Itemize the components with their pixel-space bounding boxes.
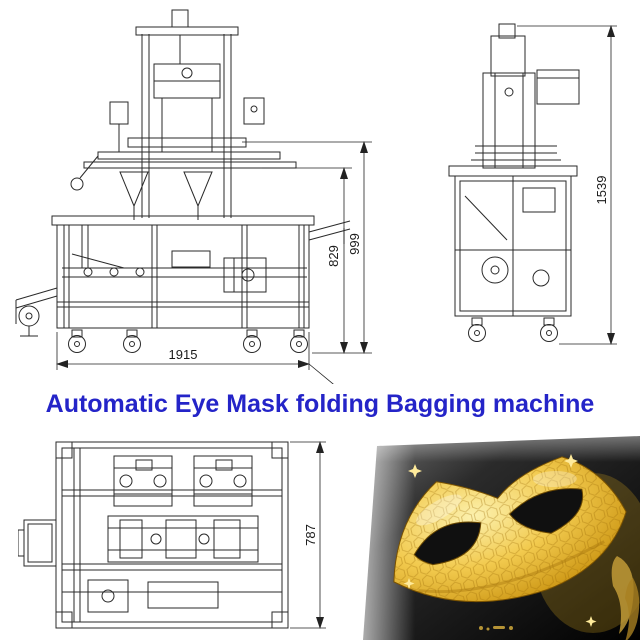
front-machine-outline <box>15 9 351 353</box>
gold-leaf-decoration <box>611 556 634 634</box>
dimension-label-height-inner: 829 <box>326 245 341 267</box>
right-eye-hole <box>508 488 584 534</box>
top-view-drawing: 787 <box>18 432 353 640</box>
top-machine-outline <box>18 441 289 629</box>
page-title: Automatic Eye Mask folding Bagging machi… <box>45 390 595 418</box>
caster-wheel <box>68 329 308 353</box>
front-view-drawing: 1915 829 999 <box>2 6 377 384</box>
dimension-label-width: 1915 <box>169 347 198 362</box>
eye-mask-product-photo <box>345 428 640 640</box>
left-eye-hole <box>413 521 482 566</box>
dimension-label-height-outer: 999 <box>347 233 362 255</box>
folding-head-assembly <box>70 9 297 220</box>
gold-brand-marks <box>479 626 513 631</box>
dimension-label-depth: 787 <box>303 524 318 546</box>
side-dimension-lines <box>517 25 617 345</box>
top-dimension-lines <box>290 441 326 629</box>
side-view-drawing: 1539 <box>425 18 640 366</box>
unwind-roller <box>15 287 58 337</box>
sparkle-decoration <box>403 454 597 627</box>
side-view-svg: 1539 <box>448 23 617 345</box>
top-view-svg: 787 <box>18 441 326 629</box>
gold-leaf-decoration <box>625 578 640 640</box>
side-machine-outline <box>448 23 580 342</box>
front-dimension-lines <box>56 141 372 384</box>
product-photo-svg <box>345 428 640 640</box>
dimension-label-total-height: 1539 <box>594 176 609 205</box>
front-view-svg: 1915 829 999 <box>15 9 372 384</box>
